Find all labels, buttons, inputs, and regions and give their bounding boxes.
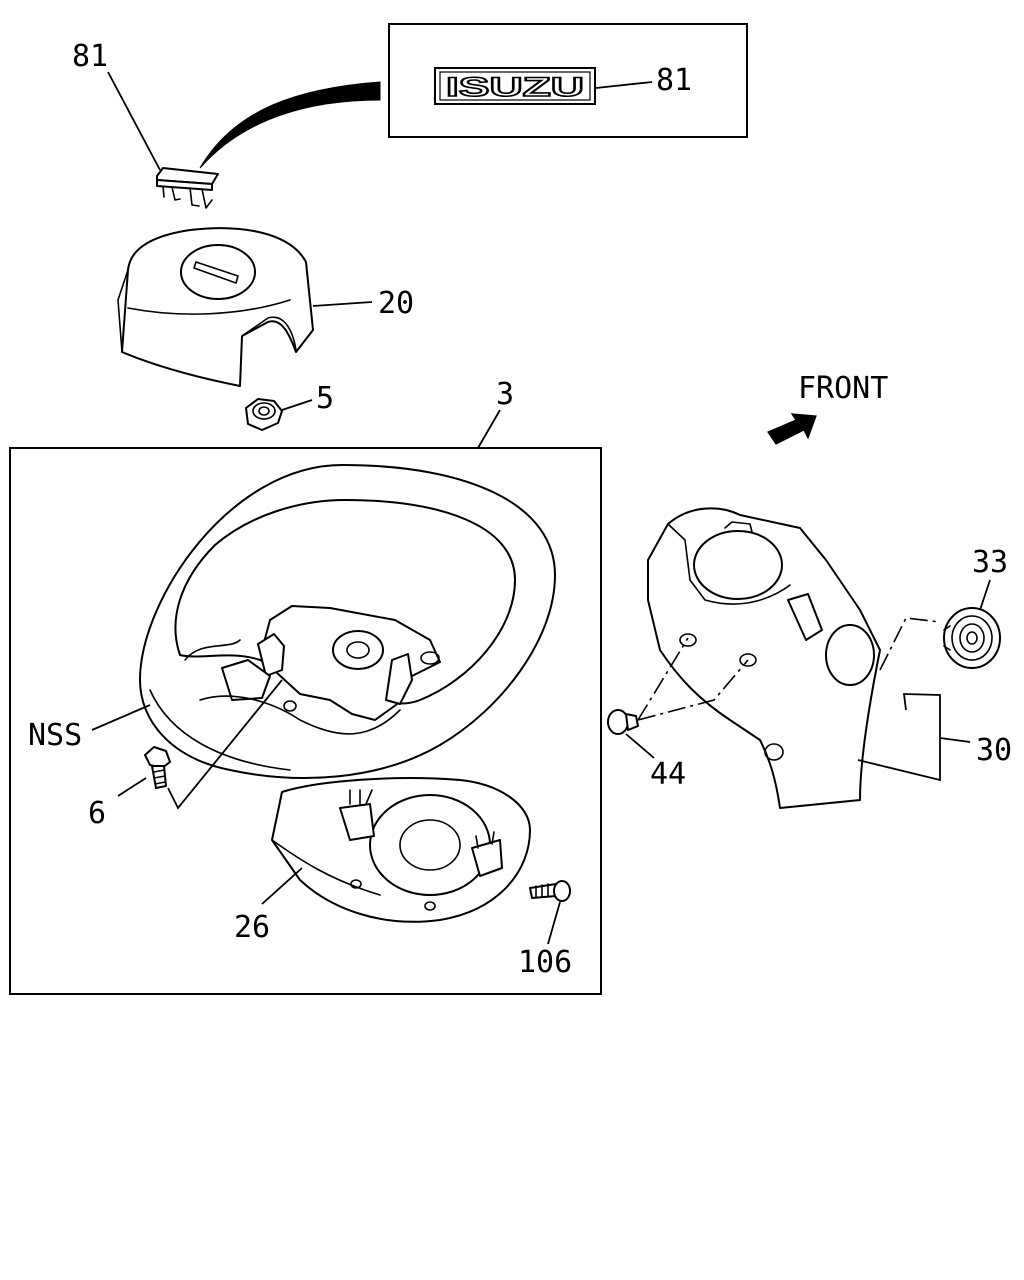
label-81-top: 81 bbox=[72, 39, 108, 74]
leader-44 bbox=[625, 733, 655, 759]
leader-81-emblem bbox=[595, 81, 653, 89]
leader-5 bbox=[281, 399, 313, 411]
leader-20 bbox=[312, 301, 373, 307]
guide-33 bbox=[879, 617, 941, 671]
horn-cover-logo-recess bbox=[180, 244, 256, 300]
steering-wheel-assembly-box bbox=[9, 447, 602, 995]
label-5: 5 bbox=[316, 381, 334, 416]
screw-44 bbox=[607, 709, 639, 735]
guide-44 bbox=[637, 637, 749, 721]
callout-arrow bbox=[199, 81, 381, 169]
lower-cover bbox=[271, 777, 531, 923]
emblem-badge-inner bbox=[439, 71, 591, 101]
label-30: 30 bbox=[976, 733, 1012, 768]
column-cover bbox=[647, 507, 881, 809]
emblem-clip bbox=[156, 167, 219, 209]
front-arrow bbox=[767, 413, 817, 445]
label-front: FRONT bbox=[798, 371, 888, 406]
label-33: 33 bbox=[972, 545, 1008, 580]
label-44: 44 bbox=[650, 757, 686, 792]
column-cover-top-opening bbox=[693, 530, 783, 600]
column-cover-side-opening bbox=[825, 624, 875, 686]
leader-26 bbox=[261, 867, 303, 905]
leader-nss bbox=[91, 704, 151, 731]
screw-106 bbox=[529, 880, 571, 902]
grommet-33 bbox=[943, 607, 1001, 669]
leader-30 bbox=[939, 737, 971, 743]
hub-boss bbox=[332, 630, 384, 670]
leader-6-guide bbox=[167, 679, 283, 810]
leader-106 bbox=[547, 901, 561, 945]
label-81-emblem: 81 bbox=[656, 63, 692, 98]
emblem-inset: ISUZU 81 bbox=[388, 23, 748, 138]
emblem-inset-frame bbox=[388, 23, 748, 138]
leader-3 bbox=[477, 409, 501, 449]
label-3: 3 bbox=[496, 377, 514, 412]
label-20: 20 bbox=[378, 286, 414, 321]
label-26: 26 bbox=[234, 910, 270, 945]
leader-6 bbox=[117, 777, 147, 797]
emblem-badge-outer bbox=[434, 67, 596, 105]
emblem-text: ISUZU bbox=[446, 72, 584, 102]
label-nss: NSS bbox=[28, 718, 82, 753]
lower-cover-opening bbox=[369, 794, 491, 896]
leader-30-bracket bbox=[857, 693, 941, 782]
horn-cover bbox=[117, 227, 314, 387]
label-6: 6 bbox=[88, 796, 106, 831]
leader-81-top bbox=[107, 71, 161, 171]
label-106: 106 bbox=[518, 945, 572, 980]
nut bbox=[245, 398, 283, 431]
bolt-6 bbox=[144, 746, 171, 789]
leader-33 bbox=[979, 579, 991, 611]
steering-wheel bbox=[139, 464, 556, 779]
